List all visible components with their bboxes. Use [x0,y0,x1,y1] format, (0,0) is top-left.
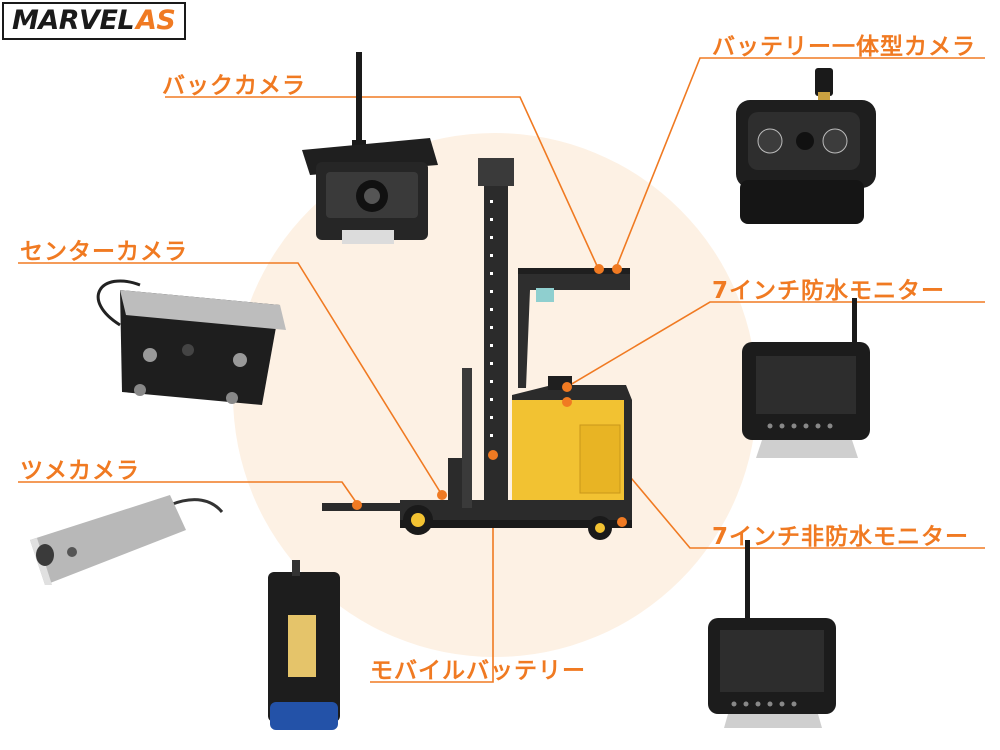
back-camera-photo [302,52,438,244]
brand-logo: MARVEL AS [2,2,186,40]
marker-battery-camera [612,264,622,274]
leader-battery-camera [615,57,985,269]
label-monitor-waterproof: 7インチ防水モニター [712,278,946,304]
label-fork-camera: ツメカメラ [20,458,140,484]
leader-lines [18,57,985,683]
marker-mobile-battery [488,450,498,460]
leader-fork-camera [18,481,359,506]
label-monitor-nonwaterproof: 7インチ非防水モニター [712,524,970,550]
leader-monitor-waterproof [569,301,985,386]
marker-center-camera [437,490,447,500]
logo-text-accent: AS [136,5,176,36]
label-mobile-battery: モバイルバッテリー [370,658,586,684]
nonwaterproof-monitor-photo [708,540,836,728]
marker-back-camera [594,264,604,274]
forklift-illustration [322,158,632,540]
label-center-camera: センターカメラ [20,239,188,265]
marker-monitor-waterproof [562,382,572,392]
logo-text-main: MARVEL [12,5,135,36]
leader-center-camera [18,262,443,496]
center-camera-photo [96,279,286,405]
leader-back-camera [165,96,599,269]
marker-fork-camera [352,500,362,510]
label-back-camera: バックカメラ [162,73,306,99]
leader-mobile-battery [370,455,494,683]
fork-camera-photo [30,495,224,585]
label-battery-camera: バッテリー一体型カメラ [712,34,976,60]
waterproof-monitor-photo [742,298,870,458]
camera-position-markers [352,264,622,510]
mobile-battery-photo [268,560,340,730]
marker-monitor-nonwaterproof [562,397,572,407]
battery-camera-photo [736,68,876,224]
